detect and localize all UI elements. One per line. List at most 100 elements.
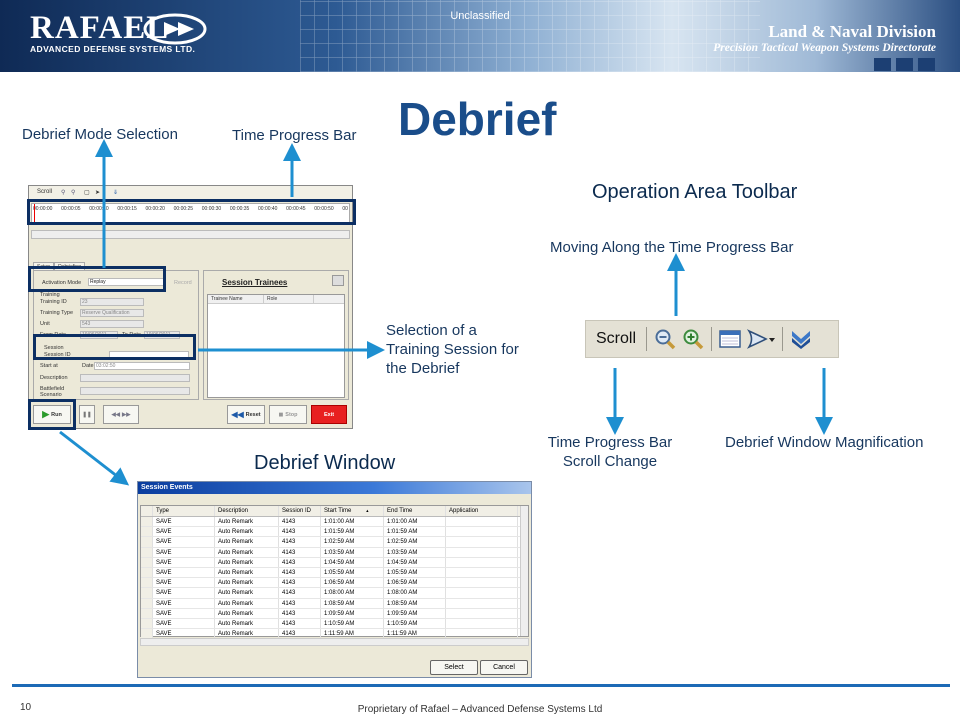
header-grid-pattern <box>300 0 760 72</box>
session-id-column[interactable]: Session ID <box>279 506 321 516</box>
events-vertical-scrollbar[interactable] <box>520 506 528 636</box>
table-cell: 1:03:59 AM <box>384 547 446 557</box>
zoom-out-icon[interactable]: ⚲ <box>61 190 66 196</box>
double-chevron-down-icon[interactable] <box>787 324 815 354</box>
row-selector[interactable] <box>141 517 153 527</box>
row-selector[interactable] <box>141 547 153 557</box>
unit-label: Unit <box>40 321 50 327</box>
label-moving-along: Moving Along the Time Progress Bar <box>550 239 794 256</box>
zoom-in-icon[interactable] <box>679 324 707 354</box>
table-cell: 1:11:59 AM <box>321 629 384 639</box>
table-cell: SAVE <box>153 618 215 629</box>
start-time-field[interactable]: 03:02:50 <box>94 362 190 370</box>
reset-button-label: Reset <box>245 411 261 418</box>
cursor-arrow-icon[interactable] <box>744 324 778 354</box>
events-horizontal-scrollbar[interactable] <box>140 638 529 646</box>
table-cell: 4143 <box>279 578 321 588</box>
operation-area-toolbar: Scroll <box>585 320 839 358</box>
row-selector[interactable] <box>141 567 153 578</box>
zoom-in-icon[interactable]: ⚲ <box>71 190 76 196</box>
row-selector[interactable] <box>141 578 153 588</box>
row-selector[interactable] <box>141 608 153 618</box>
row-selector[interactable] <box>141 527 153 537</box>
table-cell: 4143 <box>279 629 321 639</box>
window-icon[interactable] <box>716 324 744 354</box>
description-column[interactable]: Description <box>215 506 279 516</box>
table-cell: 1:08:00 AM <box>321 588 384 598</box>
timeline-tick-label: 00:00:10 <box>89 206 109 212</box>
run-button[interactable]: ▶ Run <box>33 405 71 424</box>
table-cell: 4143 <box>279 537 321 547</box>
table-cell <box>446 527 518 537</box>
battlefield-scenario-field[interactable] <box>80 387 190 395</box>
table-cell <box>446 557 518 567</box>
toolbar-separator <box>782 327 784 351</box>
training-type-field[interactable]: Reserve Qualification <box>80 309 144 317</box>
trainee-name-column[interactable]: Trainee Name <box>208 295 264 303</box>
row-selector[interactable] <box>141 588 153 598</box>
window-icon[interactable]: ▢ <box>84 190 90 196</box>
classification-label: Unclassified <box>450 10 510 22</box>
table-cell: Auto Remark <box>215 537 279 547</box>
training-id-field[interactable]: 23 <box>80 298 144 306</box>
refresh-icon[interactable] <box>332 275 344 286</box>
rafael-logo-subtitle: ADVANCED DEFENSE SYSTEMS LTD. <box>30 44 196 54</box>
unit-field[interactable]: 543 <box>80 320 144 328</box>
table-cell: 1:08:00 AM <box>384 588 446 598</box>
type-column[interactable]: Type <box>153 506 215 516</box>
timeline-tick-label: 00:00:50 <box>314 206 334 212</box>
session-trainees-panel: Session Trainees Trainee Name Role <box>203 270 349 400</box>
stop-button[interactable]: ■ Stop <box>269 405 307 424</box>
double-chevron-down-icon[interactable]: ⇓ <box>113 190 119 196</box>
scroll-button[interactable]: Scroll <box>596 330 637 347</box>
timeline-scrollbar[interactable] <box>31 230 350 239</box>
row-selector[interactable] <box>141 537 153 547</box>
start-time-column[interactable]: Start Time▲ <box>321 506 384 516</box>
cancel-button[interactable]: Cancel <box>480 660 528 675</box>
row-selector[interactable] <box>141 557 153 567</box>
step-buttons[interactable]: ◀◀ ▶▶ <box>103 405 139 424</box>
app-toolbar-scroll[interactable]: Scroll <box>37 189 53 195</box>
exit-button[interactable]: Exit <box>311 405 347 424</box>
description-field[interactable] <box>80 374 190 382</box>
row-selector[interactable] <box>141 629 153 639</box>
toolbar-separator <box>646 327 648 351</box>
highlight-session-id <box>33 334 196 360</box>
row-selector[interactable] <box>141 598 153 608</box>
row-selector[interactable] <box>141 618 153 629</box>
timeline-tick-label: 00:00:00 <box>33 206 53 212</box>
timeline-cursor[interactable] <box>34 204 35 224</box>
table-cell: SAVE <box>153 578 215 588</box>
trainees-list[interactable]: Trainee Name Role <box>207 294 345 398</box>
end-time-column[interactable]: End Time <box>384 506 446 516</box>
table-cell: 1:01:59 AM <box>321 527 384 537</box>
footer-divider <box>12 684 950 687</box>
pause-button[interactable]: ❚❚ <box>79 405 95 424</box>
training-id-label: Training ID <box>40 299 67 305</box>
header-square <box>896 58 913 71</box>
zoom-out-icon[interactable] <box>651 324 679 354</box>
select-button[interactable]: Select <box>430 660 478 675</box>
cursor-arrow-icon[interactable]: ➤ <box>95 190 101 196</box>
reset-button[interactable]: ◀◀ Reset <box>227 405 265 424</box>
stop-icon: ■ <box>278 410 284 419</box>
application-column[interactable]: Application <box>446 506 518 516</box>
role-column[interactable]: Role <box>264 295 314 303</box>
table-cell: 4143 <box>279 557 321 567</box>
table-cell: SAVE <box>153 567 215 578</box>
session-events-grid[interactable]: Type Description Session ID Start Time▲ … <box>140 505 529 640</box>
directorate-title: Precision Tactical Weapon Systems Direct… <box>713 42 936 54</box>
table-cell: 4143 <box>279 527 321 537</box>
